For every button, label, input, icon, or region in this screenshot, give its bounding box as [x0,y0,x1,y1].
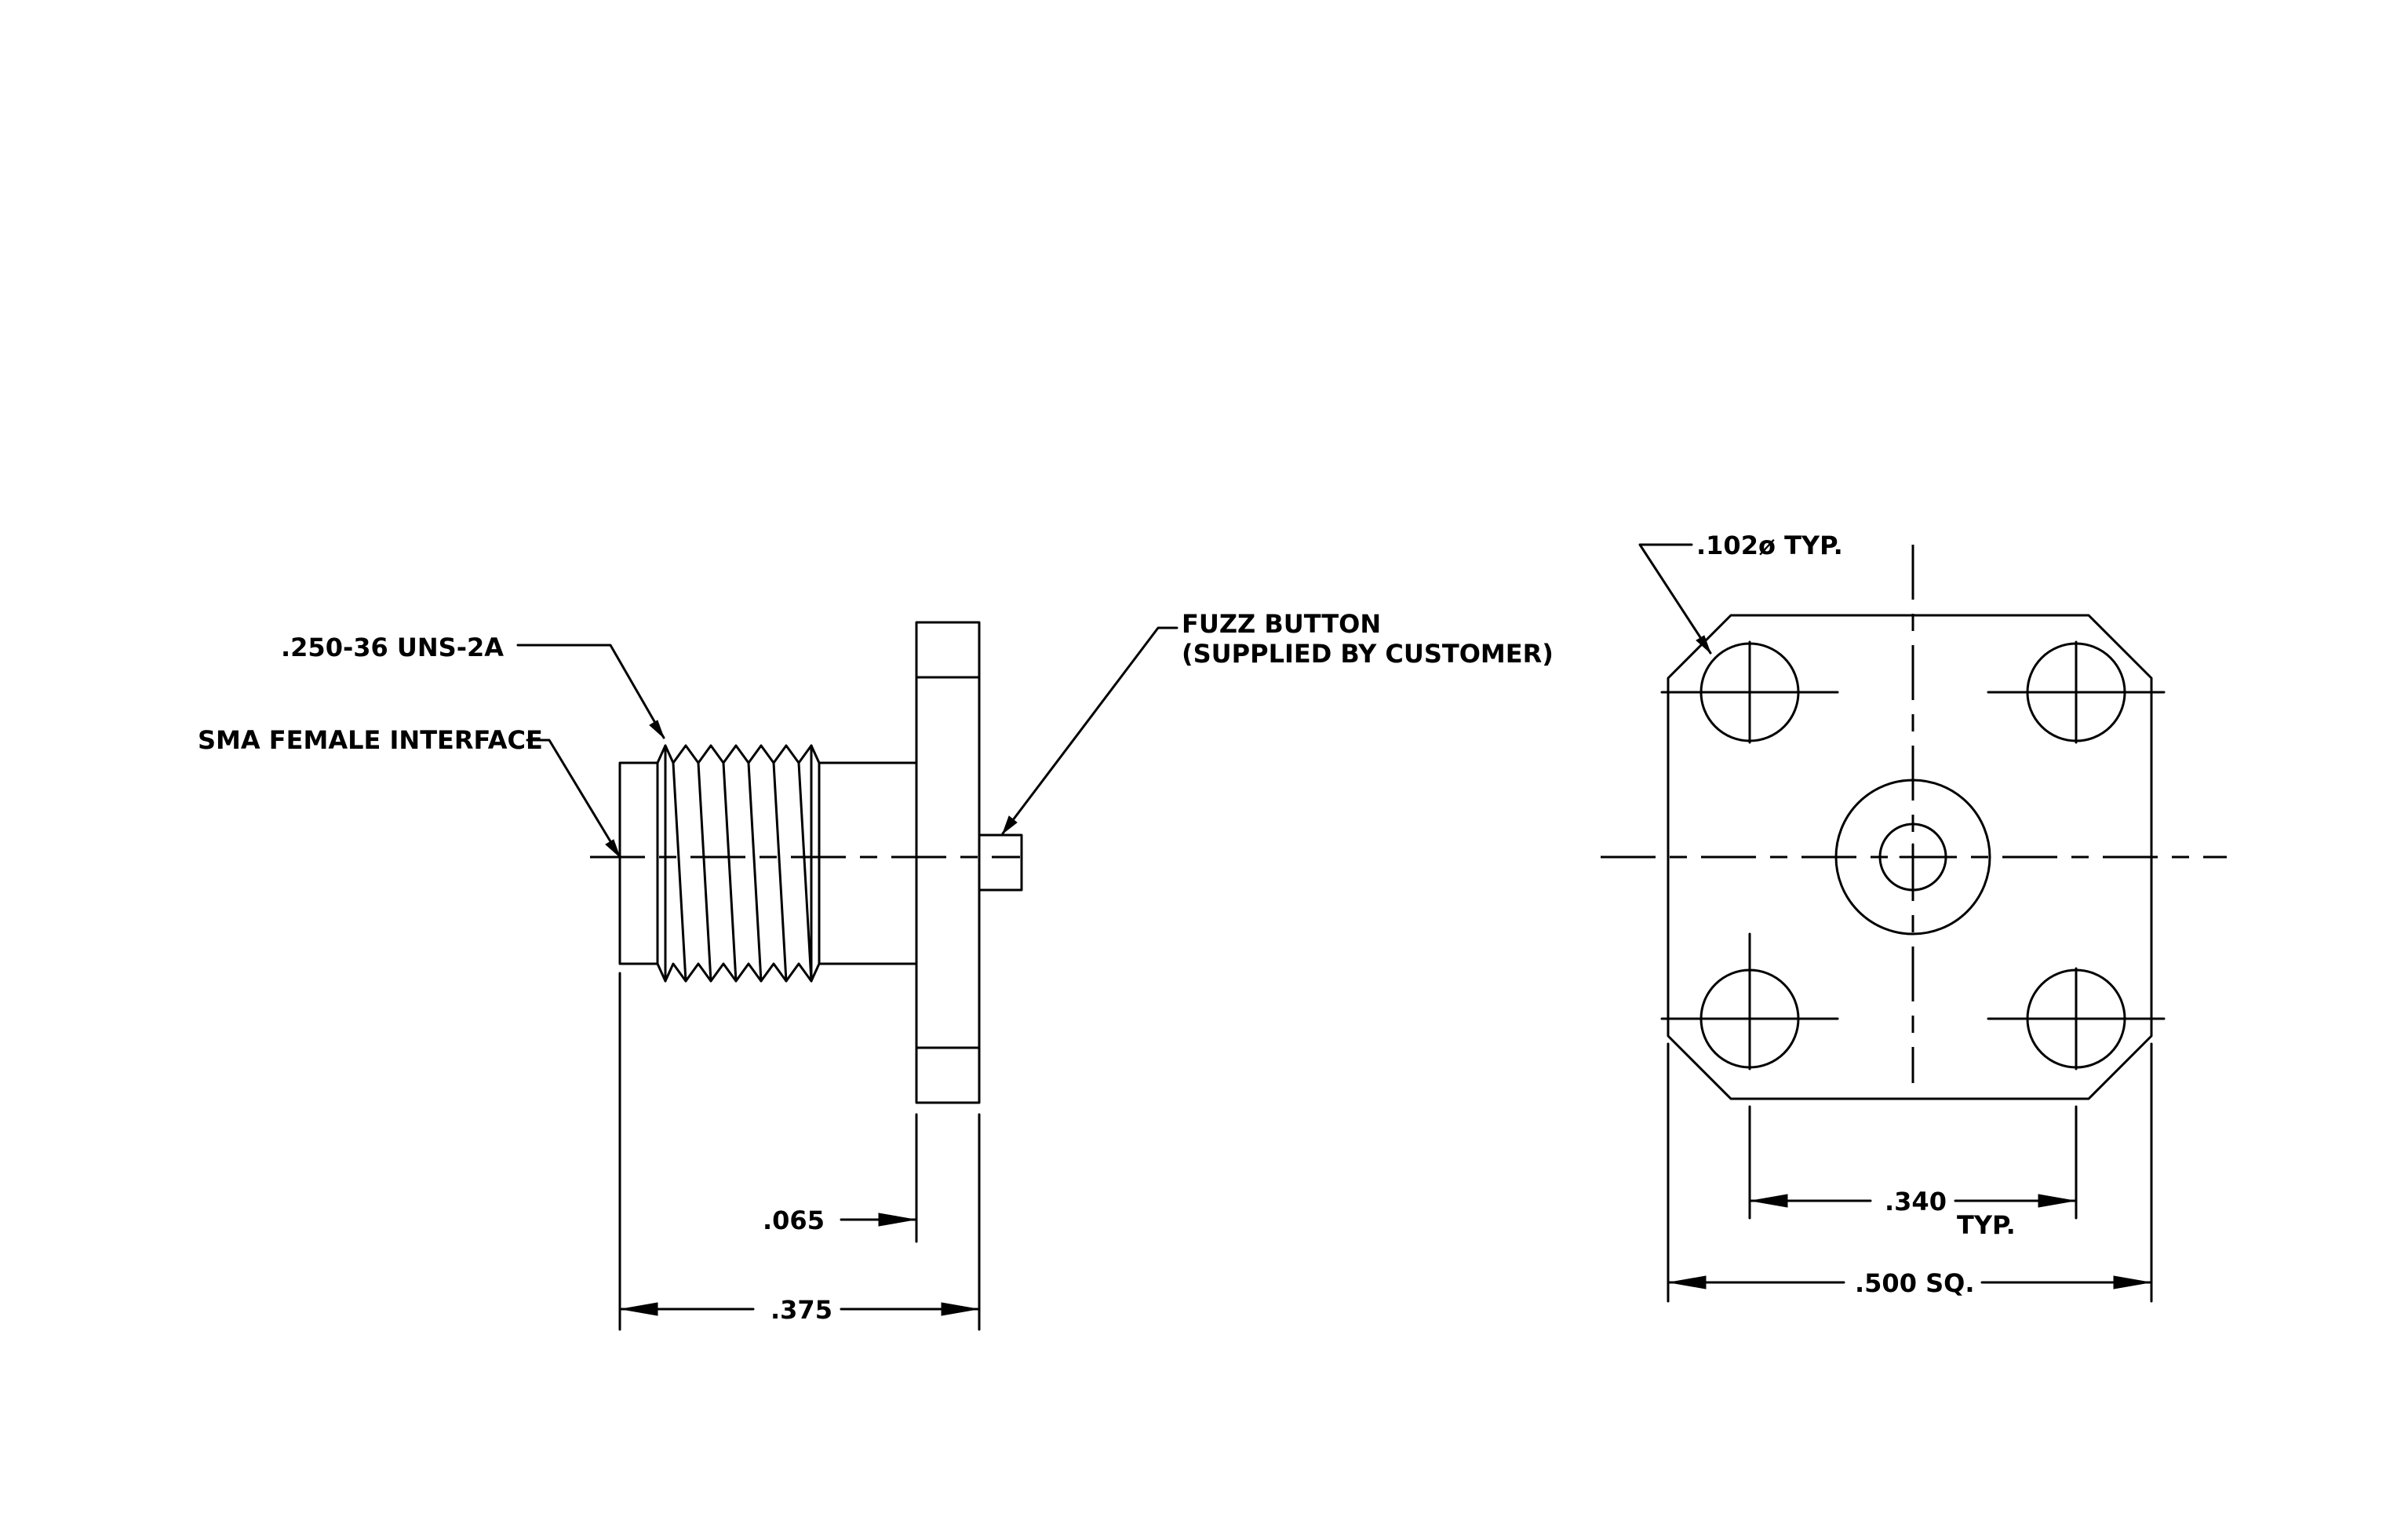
dim-500-label: .500 SQ. [1855,1268,1975,1298]
side-view: .250-36 UNS-2A SMA FEMALE INTERFACE FUZZ… [198,609,1554,1331]
thread-spec-leader [516,644,665,739]
sma-interface-leader [526,739,621,859]
fuzz-button-label-2: (SUPPLIED BY CUSTOMER) [1182,639,1554,669]
fuzz-button-label-1: FUZZ BUTTON [1182,609,1381,639]
front-view: .102ø TYP. .340 TYP. .500 SQ. [1601,531,2227,1303]
sma-interface-label: SMA FEMALE INTERFACE [198,725,543,755]
flange-square-outline [1667,614,2153,1100]
hole-dia-leader [1638,543,1712,655]
dim-340-label: .340 [1885,1187,1947,1216]
dim-340-note: TYP. [1957,1210,2016,1240]
flange-side [915,621,981,1104]
sma-interface-face [618,761,659,965]
hole-dia-label: .102ø TYP. [1696,531,1843,560]
dim-065-label: .065 [763,1205,825,1235]
threaded-body [656,744,821,983]
thread-spec-label: .250-36 UNS-2A [281,633,504,662]
dim-375-label: .375 [770,1295,832,1325]
hole-crosshairs [1660,640,2166,1071]
fuzz-button-leader [1001,626,1178,835]
fuzz-button [978,833,1023,892]
